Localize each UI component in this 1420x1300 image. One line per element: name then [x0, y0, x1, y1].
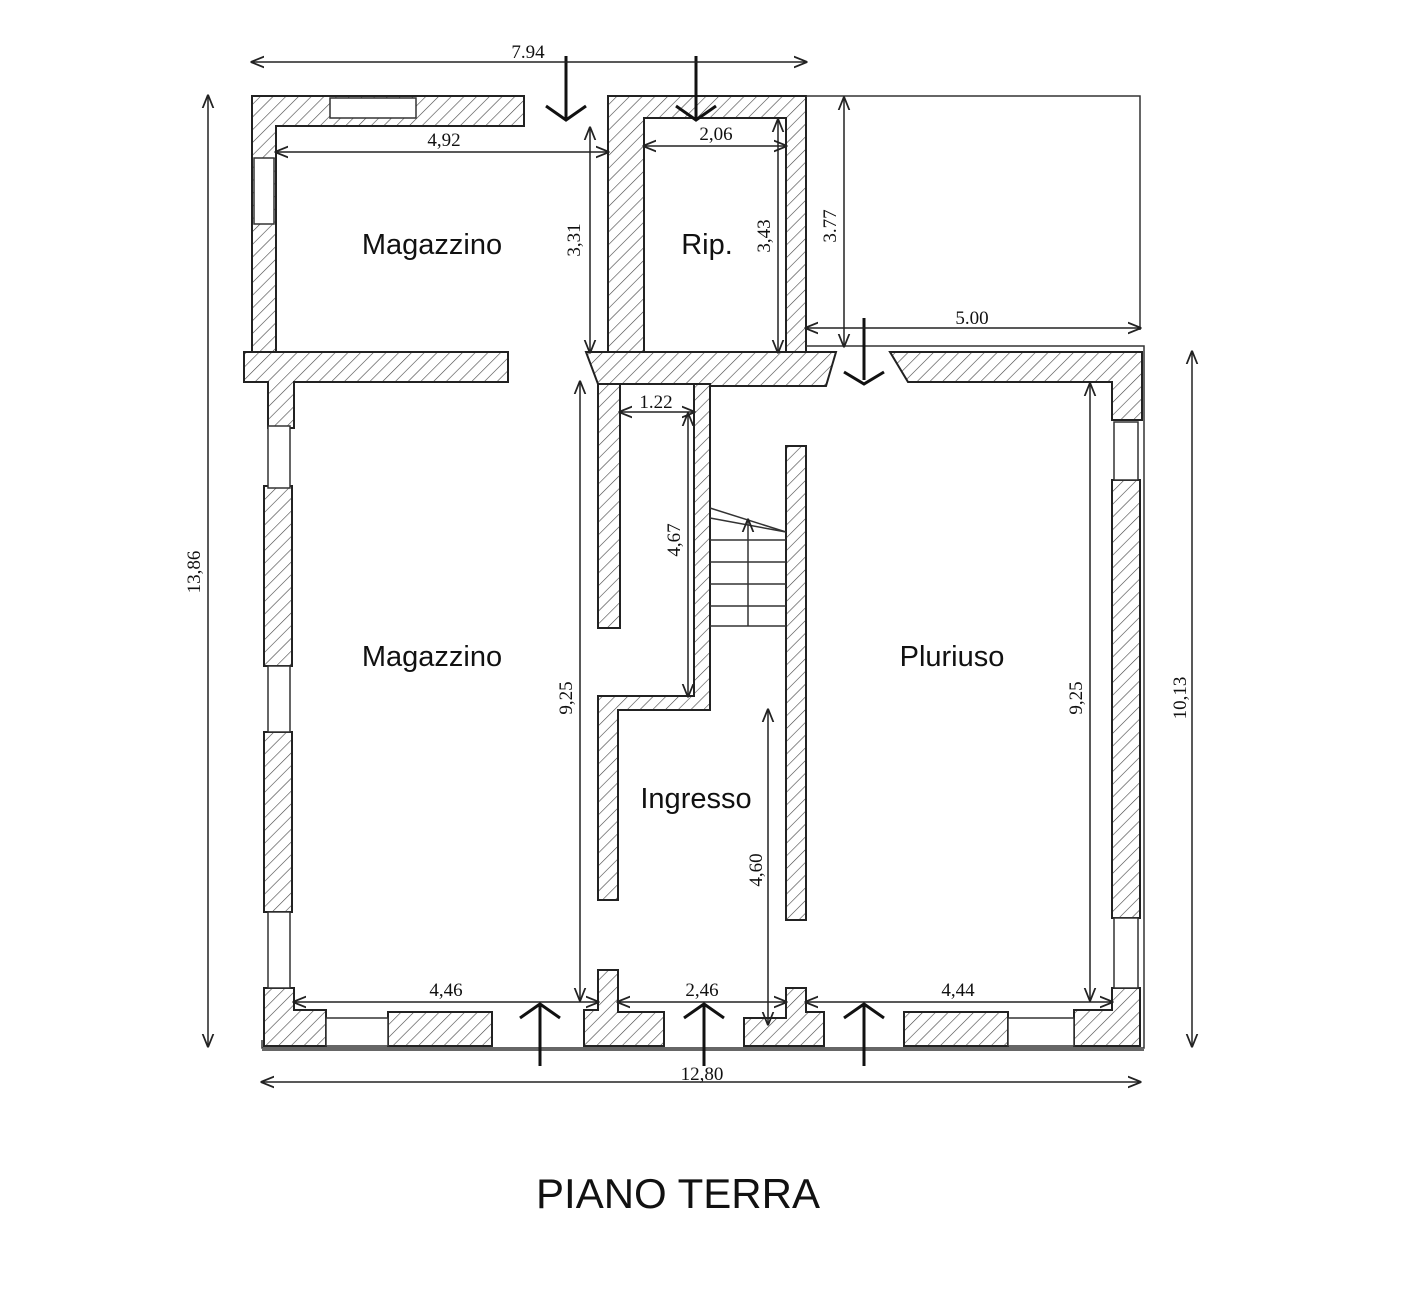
wall-left-outer-2 [263, 731, 293, 913]
window-right-2 [1113, 917, 1139, 989]
room-label-magazzino-main: Magazzino [362, 641, 502, 673]
dim-top-total: 7.94 [511, 42, 545, 63]
dim-patio-depth: 3.77 [820, 209, 841, 242]
wall-bottom-seg4 [903, 1011, 1009, 1047]
dim-left-total: 13,86 [184, 551, 205, 594]
dim-ingresso-depth: 4,60 [746, 853, 767, 886]
windows [253, 97, 1139, 1047]
wall-bottom-seg1 [387, 1011, 493, 1047]
dim-corridor-length: 4,67 [664, 523, 685, 556]
dim-pluriuso-depth: 9,25 [1066, 681, 1087, 714]
wall-stair-partition [785, 445, 807, 921]
room-label-pluriuso: Pluriuso [900, 641, 1005, 673]
window-left-2 [267, 665, 291, 733]
dim-bottom-total: 12,80 [681, 1064, 724, 1085]
wall-corridor-left [597, 383, 621, 629]
dim-ingresso-width: 2,46 [685, 980, 718, 1001]
wall-bottom-seg3 [743, 987, 825, 1047]
wall-horizontal-mid-right [888, 351, 1143, 421]
dimension-labels: 7.94 4,92 3,31 2,06 3,43 3.77 5.00 1.22 … [184, 42, 1191, 1085]
wall-right-outer [1111, 479, 1141, 919]
window-bottom-1 [325, 1017, 389, 1047]
dim-magazzino-top-width: 4,92 [427, 130, 460, 151]
wall-bottom-seg2 [583, 969, 665, 1047]
dim-rip-width: 2,06 [699, 124, 732, 145]
room-label-ingresso: Ingresso [640, 783, 751, 815]
wall-horizontal-mid-center [584, 351, 838, 387]
wall-top-left [251, 95, 525, 353]
dim-corridor-width: 1.22 [639, 392, 672, 413]
dim-magazzino-main-width: 4,46 [429, 980, 462, 1001]
walls [243, 95, 1143, 1047]
room-label-magazzino-top: Magazzino [362, 229, 502, 261]
arrow-in-bottom-2 [683, 1002, 725, 1066]
dim-pluriuso-width: 4,44 [941, 980, 975, 1001]
wall-left-outer [263, 485, 293, 667]
arrow-in-bottom-1 [519, 1002, 561, 1066]
dim-rip-depth: 3,43 [754, 219, 775, 252]
dim-right-total: 10,13 [1170, 677, 1191, 720]
wall-bottom-right [1073, 987, 1141, 1047]
window-left-3 [267, 911, 291, 989]
wall-corridor-right [597, 383, 711, 901]
window-left-1 [267, 425, 291, 489]
dim-patio-width: 5.00 [955, 308, 988, 329]
window-left-upper [253, 157, 275, 225]
dimension-lines [208, 62, 1192, 1082]
wall-horizontal-mid-left [243, 351, 509, 429]
dim-magazzino-main-depth: 9,25 [556, 681, 577, 714]
window-right-1 [1113, 421, 1139, 481]
staircase [709, 507, 787, 627]
dim-magazzino-top-depth: 3,31 [564, 223, 585, 256]
wall-bottom-left [263, 987, 327, 1047]
plan-title: PIANO TERRA [536, 1170, 820, 1217]
room-labels: Magazzino Rip. Magazzino Ingresso Pluriu… [362, 229, 1005, 815]
arrow-in-top-right [675, 56, 717, 122]
window-top-left [329, 97, 417, 119]
arrow-in-top-left [545, 56, 587, 122]
window-bottom-2 [1007, 1017, 1075, 1047]
arrow-in-bottom-3 [843, 1002, 885, 1066]
room-label-rip: Rip. [681, 229, 733, 261]
